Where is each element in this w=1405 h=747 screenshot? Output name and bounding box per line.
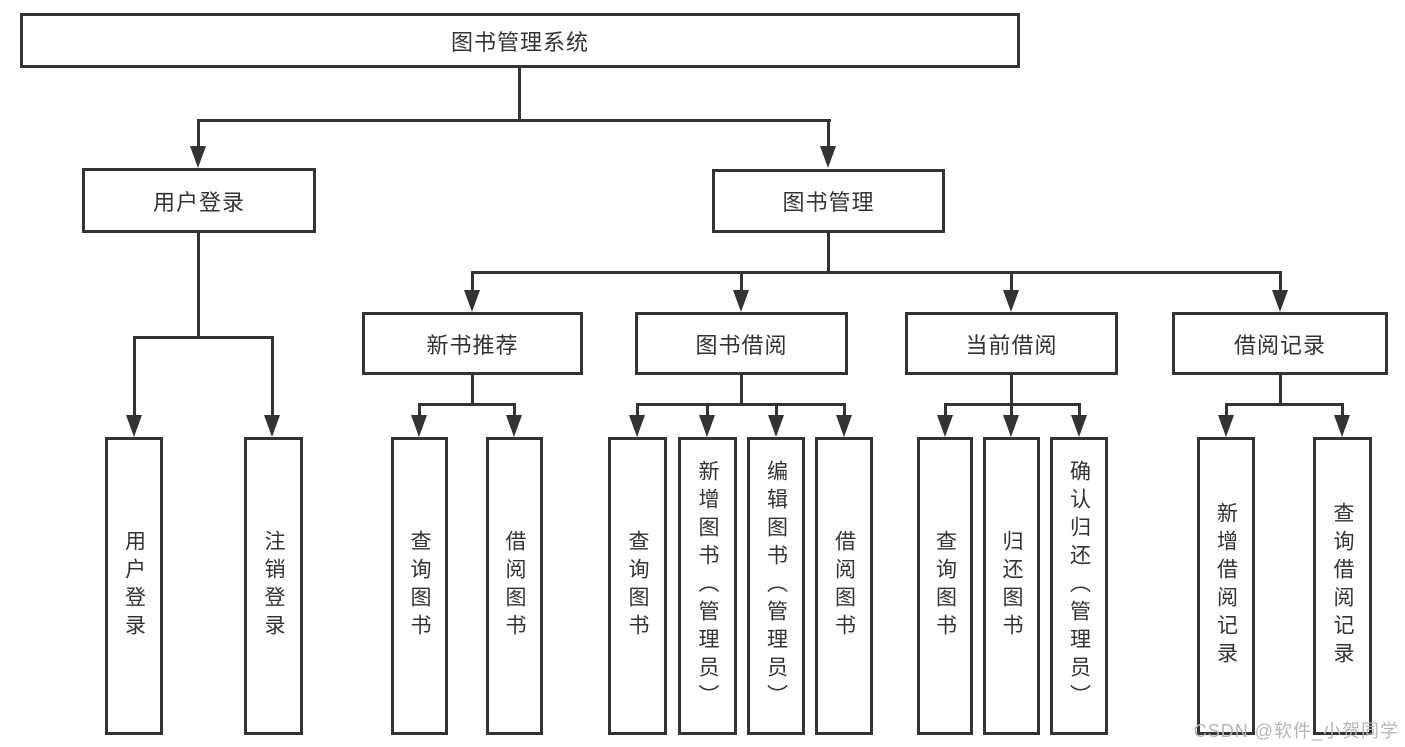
arrowhead-down-icon xyxy=(699,415,715,437)
arrowhead-down-icon xyxy=(264,415,280,437)
leaf-records-add-record: 新增借阅记录 xyxy=(1197,437,1255,735)
leaf-borrow-add-books-admin: 新增图书（管理员） xyxy=(678,437,737,735)
connector-line xyxy=(197,119,831,122)
arrowhead-down-icon xyxy=(126,415,142,437)
node-label: 借阅记录 xyxy=(1233,332,1326,358)
connector-line xyxy=(197,232,200,338)
node-label: 注销登录 xyxy=(262,530,285,642)
connector-line xyxy=(636,403,639,418)
leaf-current-confirm-return-admin: 确认归还（管理员） xyxy=(1050,437,1108,735)
connector-line xyxy=(133,336,136,417)
leaf-records-query-record: 查询借阅记录 xyxy=(1313,437,1372,735)
leaf-rec-borrow-books: 借阅图书 xyxy=(486,437,543,735)
node-label: 图书管理系统 xyxy=(450,29,589,55)
connector-line xyxy=(418,403,516,406)
node-label: 查询图书 xyxy=(626,530,649,642)
connector-line xyxy=(471,374,474,406)
node-book-management: 图书管理 xyxy=(712,169,945,233)
node-label: 新增借阅记录 xyxy=(1214,502,1238,670)
arrowhead-down-icon xyxy=(820,146,836,168)
leaf-borrow-borrow-books: 借阅图书 xyxy=(815,437,873,735)
arrowhead-down-icon xyxy=(190,146,206,168)
arrowhead-down-icon xyxy=(1003,290,1019,312)
connector-line xyxy=(518,68,521,121)
node-label: 确认归还（管理员） xyxy=(1067,460,1091,712)
arrowhead-down-icon xyxy=(1003,415,1019,437)
connector-line xyxy=(740,271,743,294)
node-book-borrow: 图书借阅 xyxy=(635,312,848,375)
node-user-login: 用户登录 xyxy=(82,168,316,233)
node-label: 用户登录 xyxy=(152,189,245,215)
node-label: 借阅图书 xyxy=(503,530,526,642)
connector-line xyxy=(1279,271,1282,294)
connector-line xyxy=(133,336,274,339)
connector-line xyxy=(1225,403,1344,406)
node-new-book-recommend: 新书推荐 xyxy=(362,312,583,375)
connector-line xyxy=(843,403,846,418)
node-label: 归还图书 xyxy=(1000,530,1023,642)
arrowhead-down-icon xyxy=(506,415,522,437)
leaf-rec-query-books: 查询图书 xyxy=(391,437,448,735)
connector-line xyxy=(1078,403,1081,418)
node-label: 图书管理 xyxy=(782,190,875,215)
csdn-watermark: CSDN @软件_小贺同学 xyxy=(1193,721,1399,741)
arrowhead-down-icon xyxy=(733,290,749,312)
connector-line xyxy=(944,403,947,418)
leaf-current-return-books: 归还图书 xyxy=(983,437,1040,735)
leaf-borrow-query-books: 查询图书 xyxy=(608,437,667,735)
arrowhead-down-icon xyxy=(1071,415,1087,437)
connector-line xyxy=(740,374,743,406)
node-label: 查询借阅记录 xyxy=(1331,502,1354,670)
connector-line xyxy=(827,232,830,274)
connector-line xyxy=(636,403,846,406)
arrowhead-down-icon xyxy=(411,415,427,437)
node-label: 用户登录 xyxy=(122,530,146,642)
connector-line xyxy=(1279,374,1282,406)
node-label: 新增图书（管理员） xyxy=(696,460,719,712)
connector-line xyxy=(775,403,778,418)
arrowhead-down-icon xyxy=(836,415,852,437)
node-label: 图书借阅 xyxy=(695,332,788,358)
node-label: 查询图书 xyxy=(933,530,957,642)
leaf-logout: 注销登录 xyxy=(244,437,303,735)
leaf-borrow-edit-books-admin: 编辑图书（管理员） xyxy=(747,437,805,735)
connector-line xyxy=(418,403,421,418)
arrowhead-down-icon xyxy=(1334,415,1350,437)
node-borrow-records: 借阅记录 xyxy=(1172,312,1388,375)
connector-line xyxy=(471,271,1282,274)
connector-line xyxy=(1010,403,1013,418)
connector-line xyxy=(513,403,516,418)
node-label: 新书推荐 xyxy=(426,332,519,358)
connector-line xyxy=(1010,271,1013,294)
connector-line xyxy=(706,403,709,418)
node-label: 借阅图书 xyxy=(832,530,856,642)
node-label: 当前借阅 xyxy=(965,332,1058,358)
connector-line xyxy=(1341,403,1344,418)
node-label: 编辑图书（管理员） xyxy=(764,460,788,712)
leaf-user-login: 用户登录 xyxy=(105,437,163,735)
arrowhead-down-icon xyxy=(768,415,784,437)
node-label: 查询图书 xyxy=(408,530,431,642)
arrowhead-down-icon xyxy=(629,415,645,437)
connector-line xyxy=(1010,374,1013,406)
leaf-current-query-books: 查询图书 xyxy=(917,437,973,735)
connector-line xyxy=(471,271,474,294)
arrowhead-down-icon xyxy=(1272,290,1288,312)
node-current-borrow: 当前借阅 xyxy=(905,312,1118,375)
connector-line xyxy=(827,119,830,148)
connector-line xyxy=(271,336,274,417)
connector-line xyxy=(197,119,200,148)
node-library-system: 图书管理系统 xyxy=(20,13,1020,68)
arrowhead-down-icon xyxy=(937,415,953,437)
arrowhead-down-icon xyxy=(464,290,480,312)
arrowhead-down-icon xyxy=(1218,415,1234,437)
connector-line xyxy=(1225,403,1228,418)
